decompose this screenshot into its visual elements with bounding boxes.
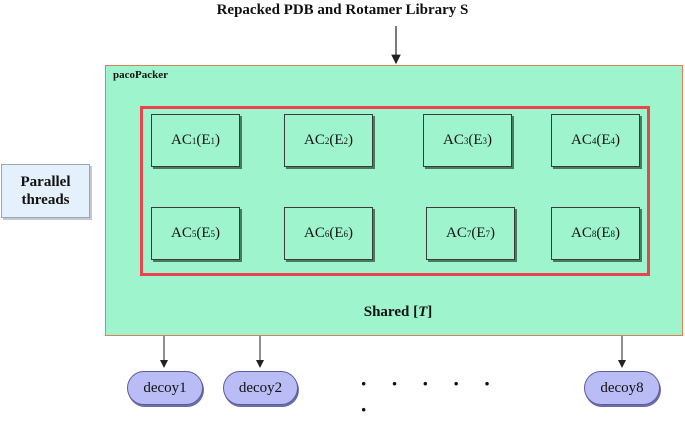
parallel-threads-line2: threads bbox=[21, 192, 70, 208]
decoy1-node: decoy1 bbox=[127, 371, 203, 405]
decoy8-node: decoy8 bbox=[584, 371, 660, 405]
parallel-threads-group bbox=[140, 106, 650, 276]
parallel-threads-line1: Parallel bbox=[20, 174, 71, 190]
ellipsis-dots: · · · · · · bbox=[360, 371, 500, 422]
decoy2-node: decoy2 bbox=[223, 371, 298, 405]
diagram-title: Repacked PDB and Rotamer Library S bbox=[216, 2, 469, 18]
shared-label: Shared [T] bbox=[363, 304, 433, 320]
pacopacker-container bbox=[105, 65, 683, 336]
parallel-threads-label: Parallel threads bbox=[1, 164, 90, 218]
container-label: pacoPacker bbox=[113, 69, 168, 81]
